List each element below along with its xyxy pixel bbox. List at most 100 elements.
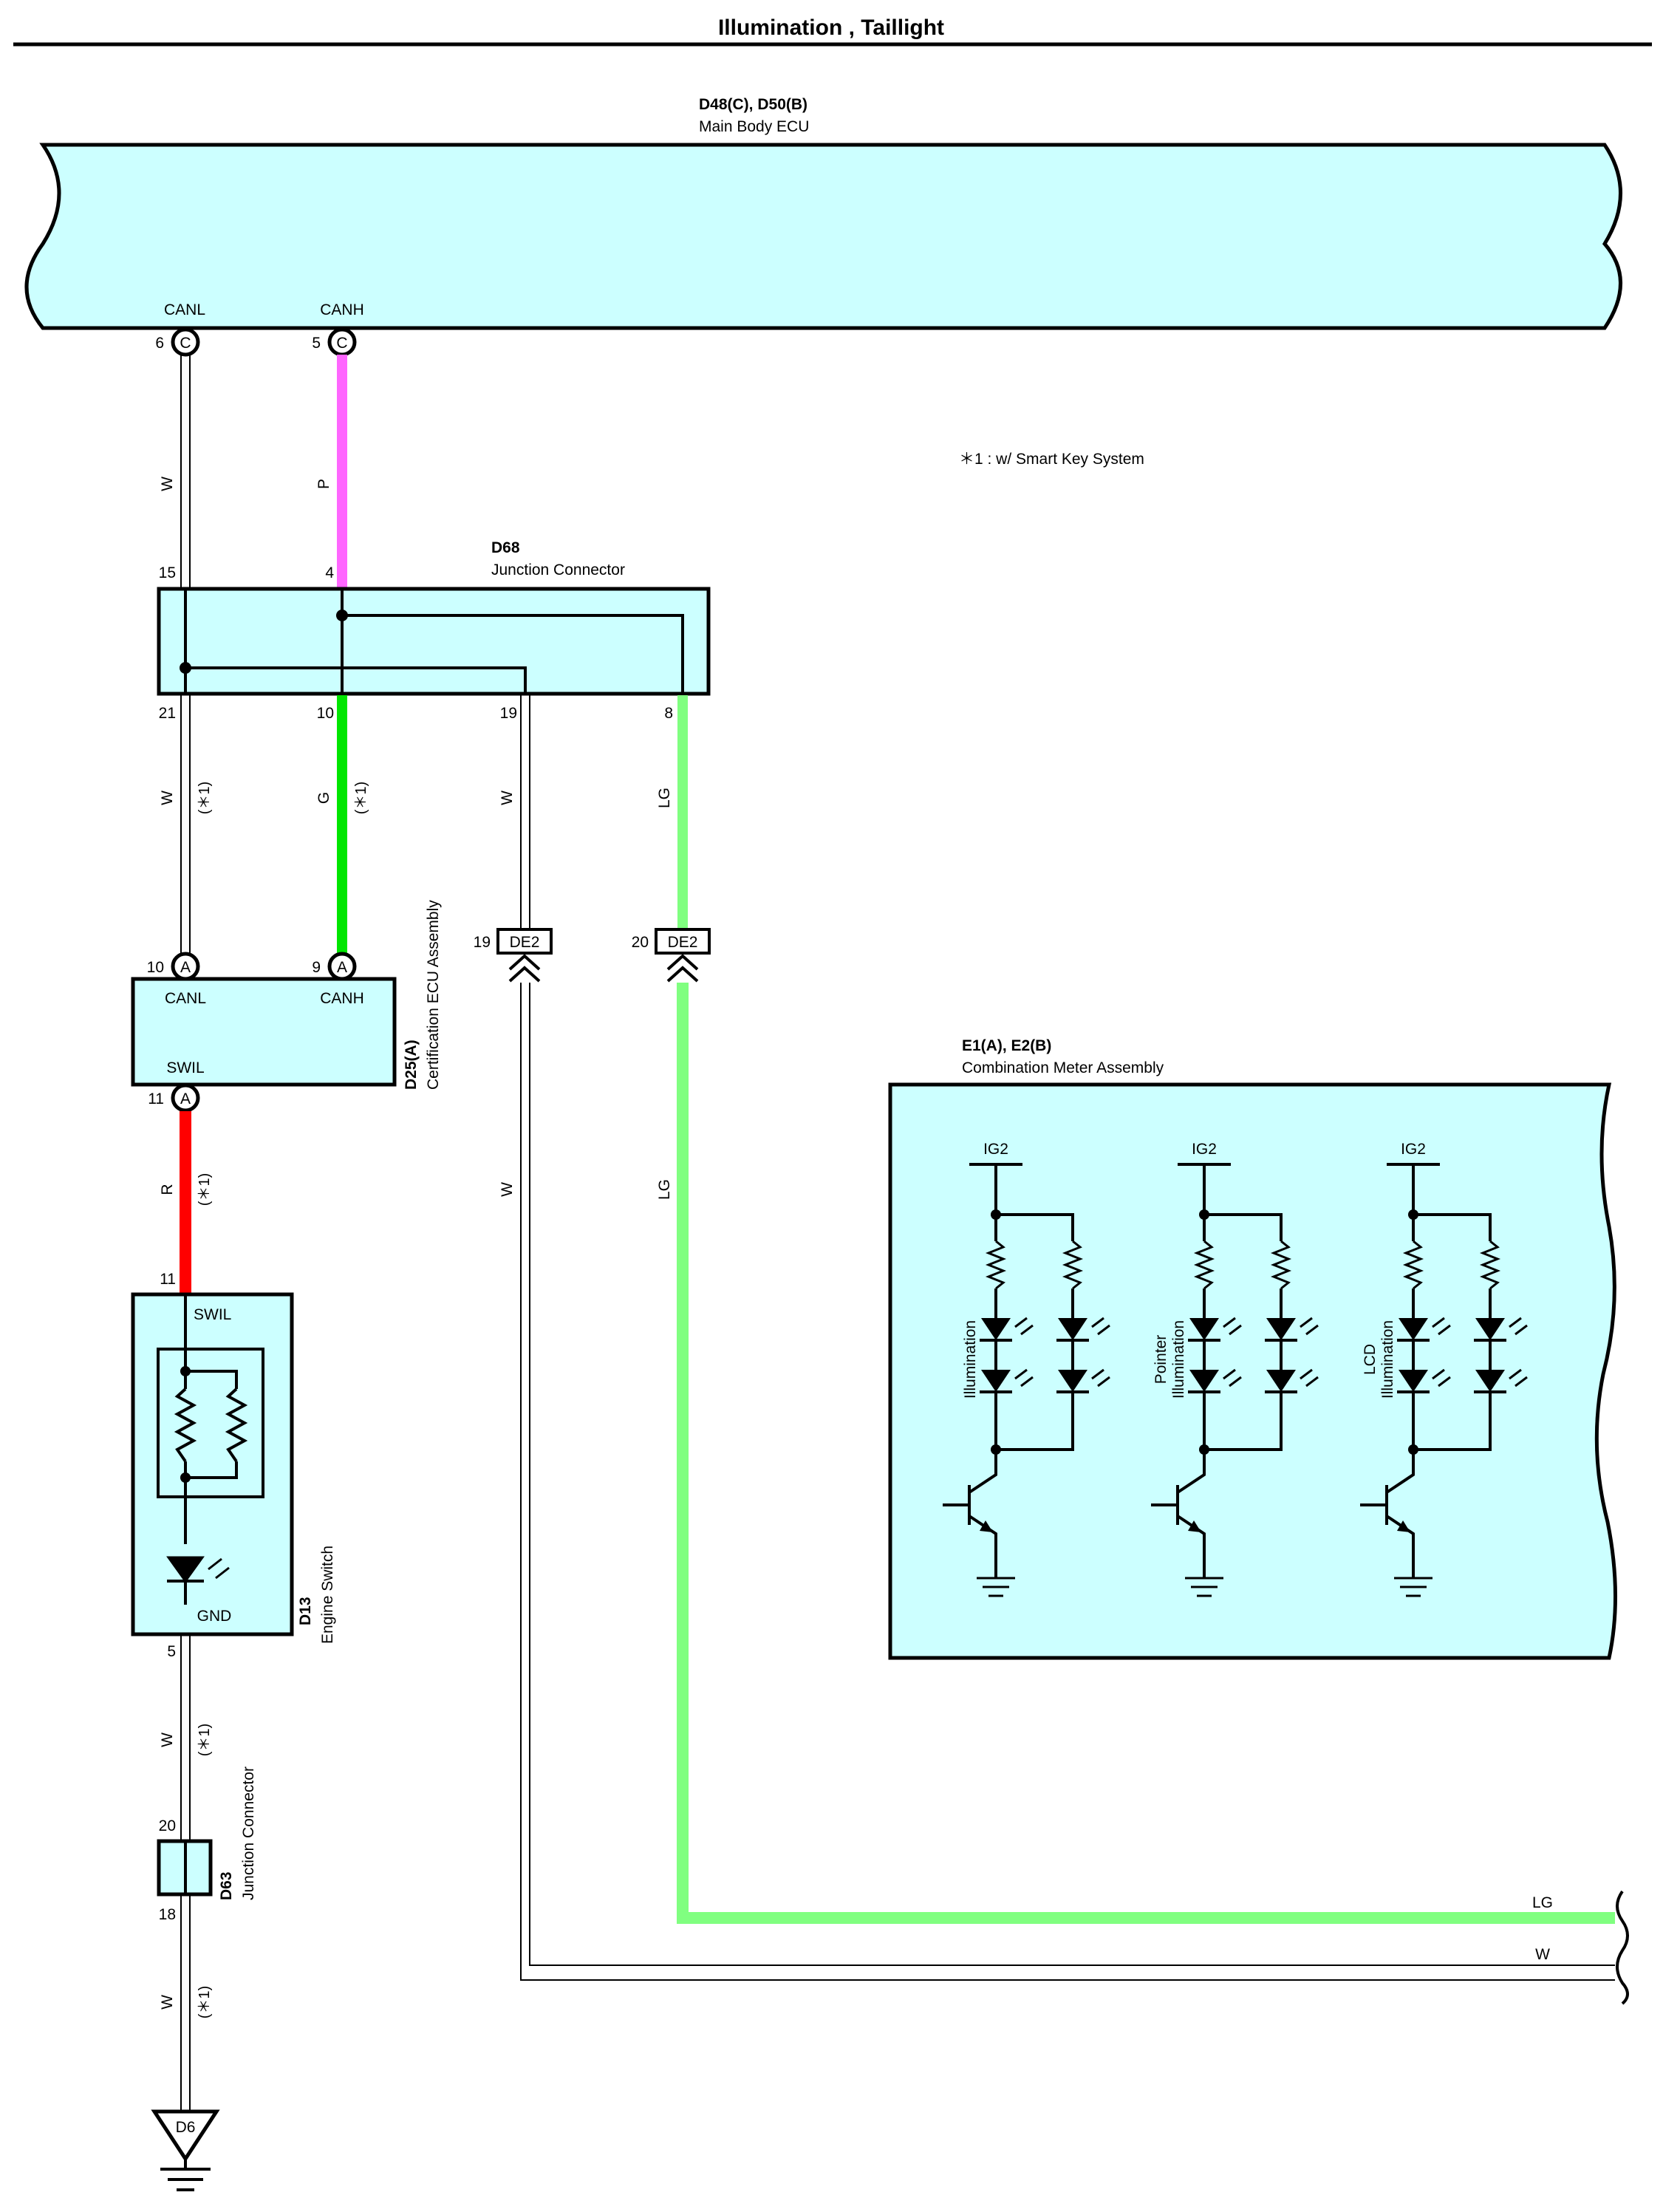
ground-icon-meter-2 xyxy=(1185,1577,1223,1597)
meter-group-label-3-1: LCD xyxy=(1362,1344,1379,1375)
meter-node-top-2 xyxy=(1199,1209,1209,1220)
d68-pin21: 21 xyxy=(159,705,176,722)
smart-key-note: ＊1 : w/ Smart Key System xyxy=(959,451,1144,468)
d25-pin9: 9 xyxy=(312,959,321,976)
transistor-icon-1 xyxy=(943,1450,997,1578)
d68-junction-connector: D68 Junction Connector 15 4 21 10 19 8 xyxy=(157,539,711,722)
led-icon-meter-3d-rays xyxy=(1509,1368,1528,1387)
led-icon-meter-1b xyxy=(1058,1318,1087,1340)
resistor-icon-meter-2a xyxy=(1193,1240,1215,1290)
de2-label-19: DE2 xyxy=(510,934,540,951)
resistor-icon-meter-2b xyxy=(1270,1240,1292,1290)
meter-code: E1(A), E2(B) xyxy=(962,1037,1051,1054)
main-ecu-pin6-conn-letter: C xyxy=(180,335,191,352)
d25-pin11: 11 xyxy=(148,1090,164,1107)
main-ecu-canh-label: CANH xyxy=(320,301,364,318)
led-icon-meter-2a xyxy=(1189,1318,1219,1340)
led-light-icon-d13 xyxy=(208,1557,230,1580)
led-icon-meter-3d xyxy=(1475,1370,1505,1392)
wire-label-g: G xyxy=(315,792,332,804)
wire-lg-to-meter xyxy=(677,983,1615,1924)
transistor-icon-3 xyxy=(1360,1450,1415,1578)
transistor-arrow-icon-3 xyxy=(1397,1520,1410,1532)
wire-label-star-1: (＊1) xyxy=(197,782,213,814)
transistor-arrow-icon-2 xyxy=(1188,1520,1201,1532)
resistor-icon-meter-1b xyxy=(1062,1240,1084,1290)
d13-gnd-label: GND xyxy=(197,1608,232,1625)
d68-code: D68 xyxy=(491,539,520,556)
d13-engine-switch: 11 SWIL GND 5 D13 Engine Switch xyxy=(131,1271,336,1660)
led-icon-meter-1d-rays xyxy=(1091,1368,1110,1387)
meter-group-label-1-1: Illumination xyxy=(962,1320,979,1399)
wire-label-w-3: W xyxy=(499,791,516,805)
main-body-ecu: D48(C), D50(B) Main Body ECU CANL CANH C… xyxy=(24,96,1622,357)
resistor-icon-meter-1a xyxy=(985,1240,1007,1290)
main-ecu-pin5-conn-letter: C xyxy=(336,335,347,352)
wire-label-star-2: (＊1) xyxy=(353,782,369,814)
d68-name: Junction Connector xyxy=(491,561,625,578)
wire-w-to-meter xyxy=(520,983,1615,1981)
d25-certification-ecu: A 10 A 9 CANL CANH SWIL A 11 D25(A) Cert… xyxy=(131,900,442,1113)
meter-node-top-3 xyxy=(1408,1209,1418,1220)
d13-inner-frame xyxy=(157,1348,264,1498)
de2-connector-19: DE2 19 xyxy=(474,928,553,983)
meter-trace-mid-1 xyxy=(994,1288,1074,1451)
main-ecu-pin6-connector xyxy=(171,327,200,357)
wire-w-gnd-lower xyxy=(180,1896,191,2112)
d25-canh-label: CANH xyxy=(320,990,364,1007)
main-ecu-box xyxy=(24,143,1622,330)
d63-junction-connector: 20 18 D63 Junction Connector xyxy=(157,1766,257,1923)
d6-ground-point: D6 xyxy=(151,2109,220,2191)
led-icon-meter-2a-rays xyxy=(1223,1317,1242,1336)
meter-trace-top-1 xyxy=(994,1164,1074,1241)
d13-pin11: 11 xyxy=(160,1271,176,1288)
ground-icon-meter-1 xyxy=(977,1577,1015,1597)
meter-group-label-2-2: Illumination xyxy=(1170,1320,1187,1399)
d68-pin10: 10 xyxy=(317,705,334,722)
led-icon-meter-3a-rays xyxy=(1432,1317,1451,1336)
de2-pin-19: 19 xyxy=(474,934,491,951)
ground-icon-d6 xyxy=(160,2159,211,2191)
wire-label-w-5: W xyxy=(159,1733,176,1747)
d25-code: D25(A) xyxy=(403,1040,420,1090)
wire-label-lg-1: LG xyxy=(656,788,673,808)
combination-meter-assembly: E1(A), E2(B) Combination Meter Assembly xyxy=(888,1037,1617,1660)
wire-w-gnd-upper xyxy=(180,1636,191,1840)
meter-name: Combination Meter Assembly xyxy=(962,1059,1164,1076)
led-icon-meter-1a xyxy=(981,1318,1011,1340)
main-ecu-pin6-number: 6 xyxy=(155,335,164,352)
d13-node-1 xyxy=(180,1366,191,1376)
de2-connector-20: DE2 20 xyxy=(632,928,711,983)
d6-label: D6 xyxy=(176,2119,196,2136)
led-icon-meter-2c-rays xyxy=(1223,1368,1242,1387)
led-icon-meter-3b-rays xyxy=(1509,1317,1528,1336)
d13-node-2 xyxy=(180,1472,191,1483)
d68-pin19: 19 xyxy=(500,705,517,722)
d13-wiring xyxy=(184,1294,238,1544)
wire-label-star-5: (＊1) xyxy=(197,1986,213,2018)
d68-pin4: 4 xyxy=(325,564,334,581)
d68-box xyxy=(157,587,711,696)
wire-label-lg-2: LG xyxy=(656,1179,673,1200)
wire-label-w-1: W xyxy=(159,477,176,491)
d63-pin18: 18 xyxy=(159,1906,176,1923)
d25-pin10: 10 xyxy=(147,959,164,976)
resistor-icon-meter-3a xyxy=(1402,1240,1424,1290)
de2-label-20: DE2 xyxy=(668,934,698,951)
main-ecu-code: D48(C), D50(B) xyxy=(699,96,807,113)
d25-pin11-conn-letter: A xyxy=(180,1090,191,1107)
led-icon-meter-1d xyxy=(1058,1370,1087,1392)
meter-group-label-3-2: Illumination xyxy=(1379,1320,1396,1399)
led-icon-meter-2b-rays xyxy=(1300,1317,1319,1336)
de2-chevron-icon-20 xyxy=(666,954,699,983)
wire-label-star-3: (＊1) xyxy=(197,1173,213,1206)
wire-label-p: P xyxy=(315,479,332,489)
led-icon-meter-2c xyxy=(1189,1370,1219,1392)
d13-code: D13 xyxy=(297,1597,314,1625)
ig2-label-1: IG2 xyxy=(983,1141,1008,1158)
